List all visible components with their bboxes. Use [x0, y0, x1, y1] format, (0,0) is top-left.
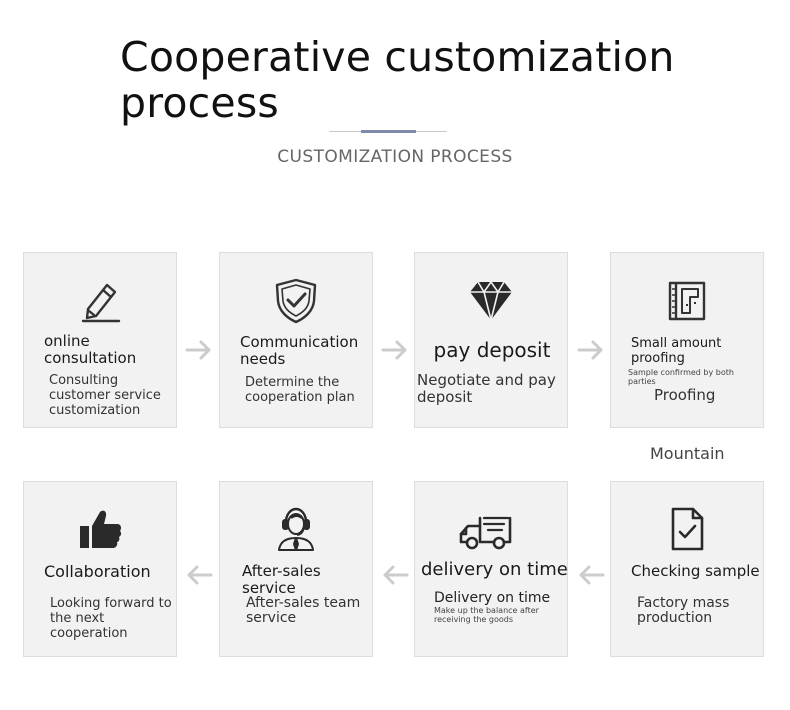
shield-check-icon: [271, 275, 321, 325]
step-description: Determine the cooperation plan: [245, 375, 355, 405]
step-card-pay-deposit: pay deposit Negotiate and pay deposit: [414, 252, 568, 428]
step-description: Consulting customer service customizatio…: [49, 373, 161, 418]
arrow-left-icon: [577, 564, 605, 586]
step-description: Proofing: [654, 386, 716, 404]
step-heading: Collaboration: [44, 562, 151, 581]
arrow-right-icon: [185, 339, 213, 361]
step-note: Sample confirmed by both parties: [628, 368, 734, 386]
page-title: Cooperative customization process: [120, 33, 675, 127]
step-heading: After-sales service: [242, 562, 321, 597]
arrow-left-icon: [381, 564, 409, 586]
step-heading: Small amount proofing: [631, 336, 722, 366]
step-card-checking-sample: Checking sample Factory mass production: [610, 481, 764, 657]
arrow-left-icon: [185, 564, 213, 586]
step-description: Negotiate and pay deposit: [417, 371, 556, 406]
diamond-icon: [466, 275, 516, 325]
step-heading: Communication needs: [240, 333, 359, 368]
step-note: Make up the balance after receiving the …: [434, 606, 539, 624]
blueprint-icon: [662, 275, 712, 325]
step-description: Factory mass production: [637, 595, 730, 626]
step-description: After-sales team service: [246, 595, 361, 626]
step-card-small-amount-proofing: Small amount proofing Sample confirmed b…: [610, 252, 764, 428]
title-divider-accent: [361, 130, 416, 133]
step-heading: Checking sample: [631, 562, 760, 580]
page-subtitle: CUSTOMIZATION PROCESS: [277, 147, 513, 167]
step-card-collaboration: Collaboration Looking forward to the nex…: [23, 481, 177, 657]
step-description: Looking forward to the next cooperation: [50, 596, 172, 641]
step-description: Delivery on time: [434, 590, 551, 606]
step-heading: delivery on time: [421, 559, 568, 580]
step-heading: pay deposit: [433, 338, 551, 362]
arrow-right-icon: [577, 339, 605, 361]
step-card-online-consultation: online consultation Consulting customer …: [23, 252, 177, 428]
step-card-delivery-on-time: delivery on time Delivery on time Make u…: [414, 481, 568, 657]
watermark-text: Mountain: [650, 444, 725, 463]
step-heading: online consultation: [44, 332, 137, 367]
customer-service-agent-icon: [271, 504, 321, 554]
step-card-after-sales-service: After-sales service After-sales team ser…: [219, 481, 373, 657]
thumbs-up-icon: [75, 504, 125, 554]
arrow-right-icon: [381, 339, 409, 361]
step-card-communication-needs: Communication needs Determine the cooper…: [219, 252, 373, 428]
pencil-icon: [75, 275, 125, 325]
document-check-icon: [662, 504, 712, 554]
delivery-truck-icon: [456, 504, 526, 554]
